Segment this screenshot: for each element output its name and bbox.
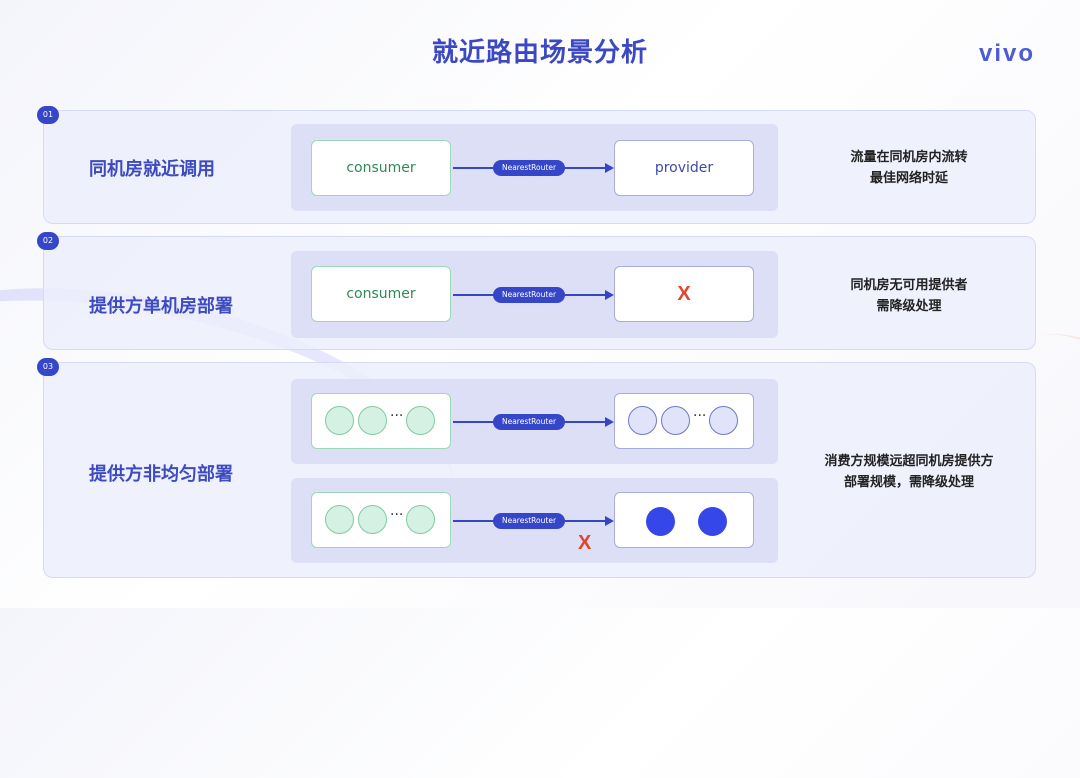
- nearest-router-pill: NearestRouter: [493, 513, 565, 529]
- section-badge: 01: [37, 106, 59, 124]
- degraded-x-icon: X: [578, 532, 592, 554]
- ellipsis-icon: ···: [693, 408, 707, 424]
- section-label: 提供方非均匀部署: [89, 464, 233, 485]
- provider-instance-icon: [661, 406, 690, 435]
- section-label: 同机房就近调用: [89, 159, 215, 180]
- diagram-panel: consumer NearestRouter X: [291, 251, 778, 338]
- provider-instance-icon: [698, 507, 727, 536]
- provider-node: provider: [614, 140, 754, 196]
- nearest-router-pill: NearestRouter: [493, 287, 565, 303]
- unavailable-provider-node: X: [614, 266, 754, 322]
- vivo-logo: vivo: [978, 40, 1035, 67]
- provider-instance-icon: [646, 507, 675, 536]
- provider-cluster-node: ···: [614, 393, 754, 449]
- provider-instance-icon: [709, 406, 738, 435]
- section-uneven-deployment: 03 提供方非均匀部署 ··· NearestRouter ··· ··· Ne…: [37, 358, 1036, 578]
- ellipsis-icon: ···: [390, 507, 404, 523]
- arrow-head: [605, 417, 614, 427]
- section-note: 消费方规模远超同机房提供方 部署规模，需降级处理: [799, 451, 1019, 493]
- arrow-head: [605, 290, 614, 300]
- provider-cluster-node: [614, 492, 754, 548]
- consumer-instance-icon: [406, 505, 435, 534]
- note-line: 最佳网络时延: [869, 171, 948, 186]
- note-line: 消费方规模远超同机房提供方: [824, 454, 994, 469]
- section-note: 同机房无可用提供者 需降级处理: [799, 275, 1019, 317]
- section-same-room-call: 01 同机房就近调用 consumer NearestRouter provid…: [37, 106, 1036, 224]
- arrow-head: [605, 516, 614, 526]
- consumer-cluster-node: ···: [311, 492, 451, 548]
- section-note: 流量在同机房内流转 最佳网络时延: [799, 147, 1019, 189]
- note-line: 流量在同机房内流转: [850, 150, 968, 165]
- section-badge: 02: [37, 232, 59, 250]
- nearest-router-pill: NearestRouter: [493, 414, 565, 430]
- consumer-instance-icon: [358, 505, 387, 534]
- section-single-room-provider: 02 提供方单机房部署 consumer NearestRouter X 同机房…: [37, 232, 1036, 350]
- provider-instance-icon: [628, 406, 657, 435]
- arrow-head: [605, 163, 614, 173]
- nearest-router-pill: NearestRouter: [493, 160, 565, 176]
- note-line: 部署规模，需降级处理: [843, 475, 974, 490]
- consumer-instance-icon: [358, 406, 387, 435]
- section-badge: 03: [37, 358, 59, 376]
- note-line: 同机房无可用提供者: [850, 278, 968, 293]
- diagram-panel: ··· NearestRouter ···: [291, 379, 778, 464]
- consumer-node: consumer: [311, 266, 451, 322]
- consumer-node: consumer: [311, 140, 451, 196]
- page-title: 就近路由场景分析: [431, 38, 648, 68]
- ellipsis-icon: ···: [390, 408, 404, 424]
- diagram-panel: ··· NearestRouter X: [291, 478, 778, 563]
- consumer-instance-icon: [325, 406, 354, 435]
- consumer-cluster-node: ···: [311, 393, 451, 449]
- unavailable-x-icon: X: [677, 282, 691, 305]
- section-label: 提供方单机房部署: [89, 296, 233, 317]
- consumer-instance-icon: [325, 505, 354, 534]
- diagram-panel: consumer NearestRouter provider: [291, 124, 778, 211]
- consumer-instance-icon: [406, 406, 435, 435]
- note-line: 需降级处理: [876, 299, 942, 314]
